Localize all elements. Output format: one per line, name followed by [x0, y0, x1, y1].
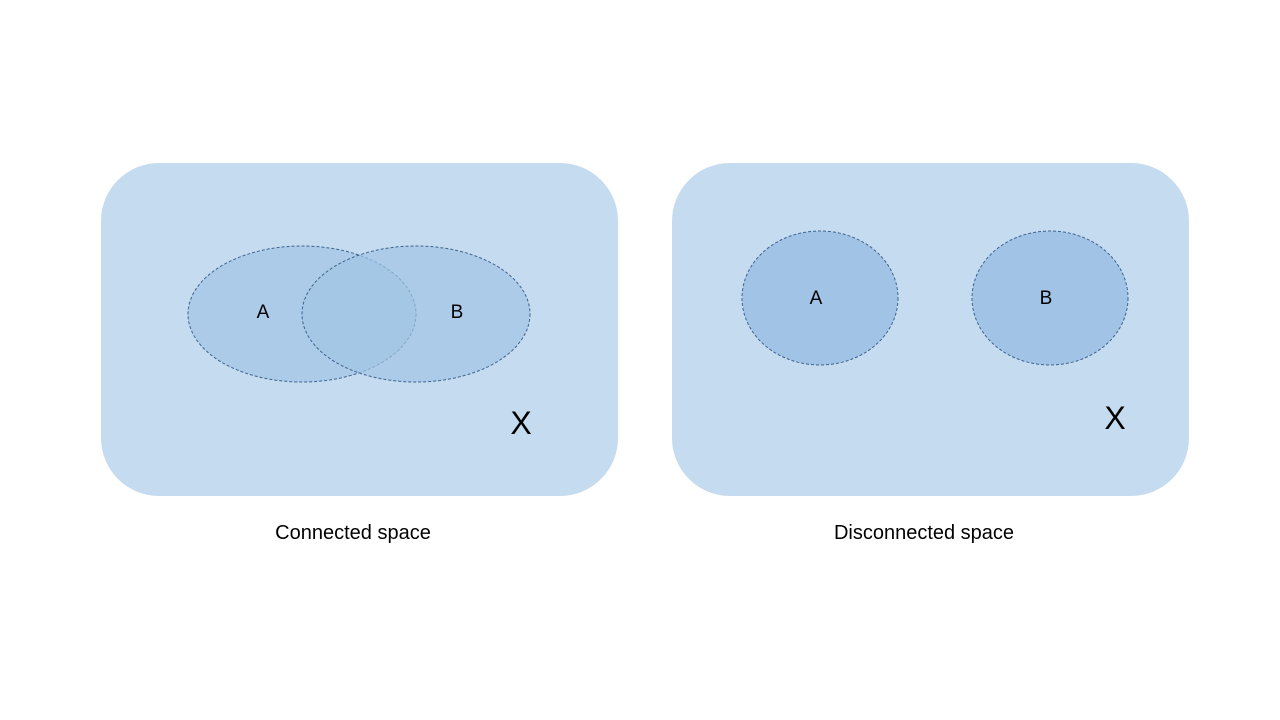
disconnected-space-caption: Disconnected space: [833, 522, 1015, 544]
space-x-label: X: [510, 405, 531, 441]
disconnected-space-panel: A B X: [672, 163, 1189, 496]
set-b-ellipse: [301, 245, 531, 383]
set-b-label: B: [451, 302, 464, 323]
set-a-label: A: [257, 302, 270, 323]
space-x-label: X: [1104, 400, 1125, 436]
set-a-label: A: [810, 288, 823, 309]
set-a-ellipse: [741, 230, 899, 366]
connected-space-caption: Connected space: [275, 522, 431, 544]
set-b-ellipse: [971, 230, 1129, 366]
connected-space-panel: A B X: [101, 163, 618, 496]
set-b-label: B: [1040, 288, 1053, 309]
